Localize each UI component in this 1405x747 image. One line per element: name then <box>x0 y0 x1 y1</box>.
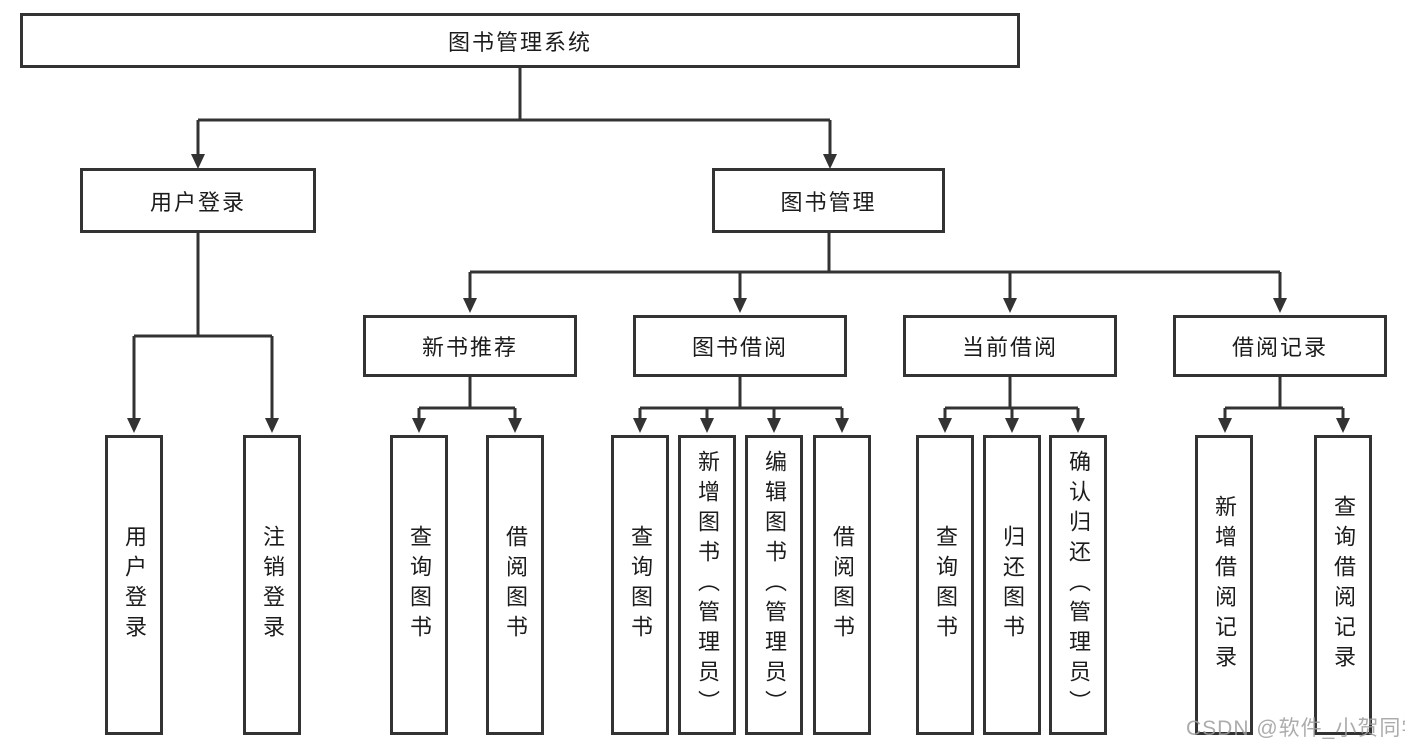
node-borrow-records: 借阅记录 <box>1173 315 1387 377</box>
node-new-book-recommend: 新书推荐 <box>363 315 577 377</box>
node-book-borrow: 图书借阅 <box>633 315 847 377</box>
node-user-login-label: 用户登录 <box>149 189 246 215</box>
leaf-query-books-2: 查询图书 <box>611 435 669 735</box>
leaf-add-borrow-record-label: 新增借阅记录 <box>1212 495 1237 675</box>
leaf-return-book-label: 归还图书 <box>1000 525 1025 645</box>
leaf-user-login-label: 用户登录 <box>122 525 147 645</box>
leaf-query-borrow-record: 查询借阅记录 <box>1314 435 1372 735</box>
leaf-query-books-3: 查询图书 <box>916 435 974 735</box>
leaf-return-book: 归还图书 <box>983 435 1041 735</box>
leaf-borrow-books-2: 借阅图书 <box>813 435 871 735</box>
leaf-add-book-admin-label: 新增图书（管理员） <box>695 450 720 720</box>
node-current-borrow-label: 当前借阅 <box>961 335 1058 360</box>
node-root: 图书管理系统 <box>20 13 1020 68</box>
node-user-login: 用户登录 <box>80 168 316 233</box>
leaf-query-books-2-label: 查询图书 <box>628 525 653 645</box>
leaf-query-books-3-label: 查询图书 <box>933 525 958 645</box>
leaf-edit-book-admin: 编辑图书（管理员） <box>745 435 803 735</box>
node-current-borrow: 当前借阅 <box>903 315 1117 377</box>
node-new-book-recommend-label: 新书推荐 <box>421 335 518 360</box>
leaf-user-login: 用户登录 <box>105 435 163 735</box>
leaf-edit-book-admin-label: 编辑图书（管理员） <box>762 450 787 720</box>
leaf-add-book-admin: 新增图书（管理员） <box>678 435 736 735</box>
node-root-label: 图书管理系统 <box>447 29 592 55</box>
leaf-query-books-1-label: 查询图书 <box>407 525 432 645</box>
leaf-query-books-1: 查询图书 <box>390 435 448 735</box>
leaf-confirm-return-admin-label: 确认归还（管理员） <box>1066 450 1091 720</box>
leaf-confirm-return-admin: 确认归还（管理员） <box>1049 435 1107 735</box>
node-book-management-label: 图书管理 <box>780 189 877 215</box>
leaf-logout: 注销登录 <box>243 435 301 735</box>
node-book-borrow-label: 图书借阅 <box>691 335 788 360</box>
leaf-query-borrow-record-label: 查询借阅记录 <box>1331 495 1356 675</box>
leaf-borrow-books-1-label: 借阅图书 <box>503 525 528 645</box>
leaf-add-borrow-record: 新增借阅记录 <box>1195 435 1253 735</box>
leaf-borrow-books-2-label: 借阅图书 <box>830 525 855 645</box>
node-borrow-records-label: 借阅记录 <box>1231 335 1328 360</box>
leaf-borrow-books-1: 借阅图书 <box>486 435 544 735</box>
watermark-text: CSDN @软件_小贺同学 <box>1186 717 1405 740</box>
leaf-logout-label: 注销登录 <box>260 525 285 645</box>
node-book-management: 图书管理 <box>712 168 945 233</box>
